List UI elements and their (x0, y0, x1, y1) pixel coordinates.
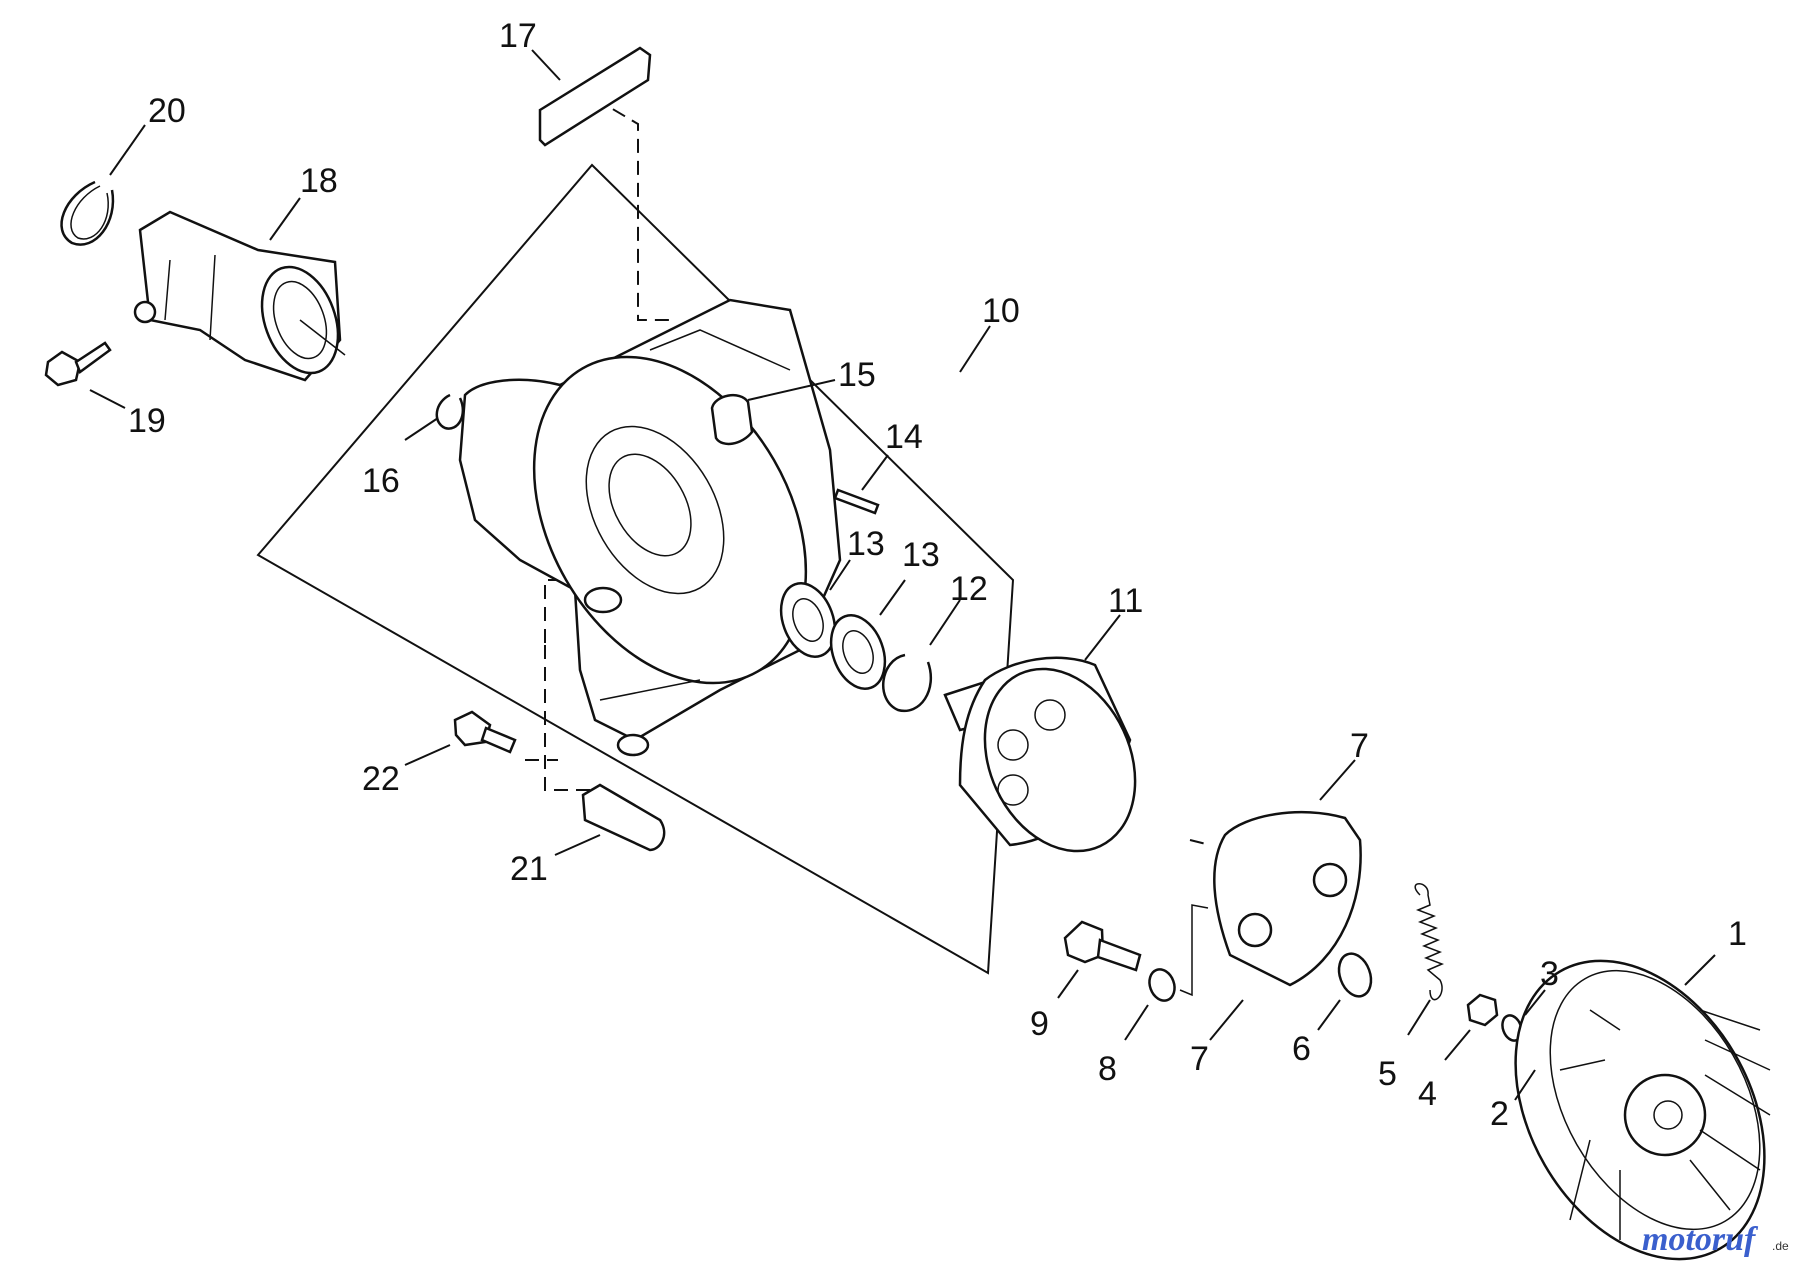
assembly-outline (256, 163, 1015, 975)
pin-part (833, 488, 880, 515)
part-label-20: 20 (148, 92, 186, 130)
part-label-19: 19 (128, 402, 166, 440)
shaft-housing-part (133, 210, 346, 382)
fan-housing-part (458, 298, 842, 757)
part-label-5: 5 (1378, 1055, 1397, 1093)
snap-ring-part (435, 393, 465, 430)
part-label-6: 6 (1292, 1030, 1311, 1068)
part-label-13b: 13 (902, 536, 940, 574)
part-label-9: 9 (1030, 1005, 1049, 1043)
clutch-shoe-part (1213, 810, 1362, 987)
part-label-7b: 7 (1190, 1040, 1209, 1078)
spring-part (1414, 883, 1445, 1001)
part-label-7a: 7 (1350, 727, 1369, 765)
grommet-part (710, 393, 754, 446)
part-label-14: 14 (885, 418, 923, 456)
part-labels: 17 20 18 19 10 15 14 16 13 13 12 11 7 22… (128, 17, 1747, 1133)
clutch-drum-part (943, 656, 1137, 853)
washer-part (1148, 968, 1176, 1002)
part-label-11: 11 (1108, 582, 1143, 620)
part-label-22: 22 (362, 760, 400, 798)
washer-part-large (1337, 952, 1373, 998)
watermark-logo: motoruf .de (1642, 1221, 1789, 1258)
part-label-3: 3 (1540, 955, 1559, 993)
nut-part (1466, 993, 1499, 1027)
clip-part (581, 783, 666, 852)
part-label-4: 4 (1418, 1075, 1437, 1113)
bearing-part-b (829, 614, 887, 690)
part-label-13a: 13 (847, 525, 885, 563)
bearing-part-a (779, 582, 837, 658)
part-label-15: 15 (838, 356, 876, 394)
part-label-18: 18 (300, 162, 338, 200)
screw-part (453, 710, 517, 754)
circlip-part (60, 180, 115, 246)
bolt-part (44, 341, 112, 387)
part-label-17: 17 (499, 17, 537, 55)
part-label-8: 8 (1098, 1050, 1117, 1088)
decal-part (538, 46, 652, 147)
part-label-12: 12 (950, 570, 988, 608)
leader-lines (89, 49, 1716, 1101)
watermark-suffix: .de (1772, 1239, 1789, 1253)
part-label-16: 16 (362, 462, 400, 500)
shoulder-bolt-part (1063, 920, 1142, 972)
flywheel-part (1514, 959, 1771, 1261)
part-label-2: 2 (1490, 1095, 1509, 1133)
retaining-ring-part (882, 653, 933, 713)
part-label-21: 21 (510, 850, 548, 888)
part-label-10: 10 (982, 292, 1020, 330)
part-label-1: 1 (1728, 915, 1747, 953)
watermark-brand: motoruf (1642, 1221, 1759, 1258)
